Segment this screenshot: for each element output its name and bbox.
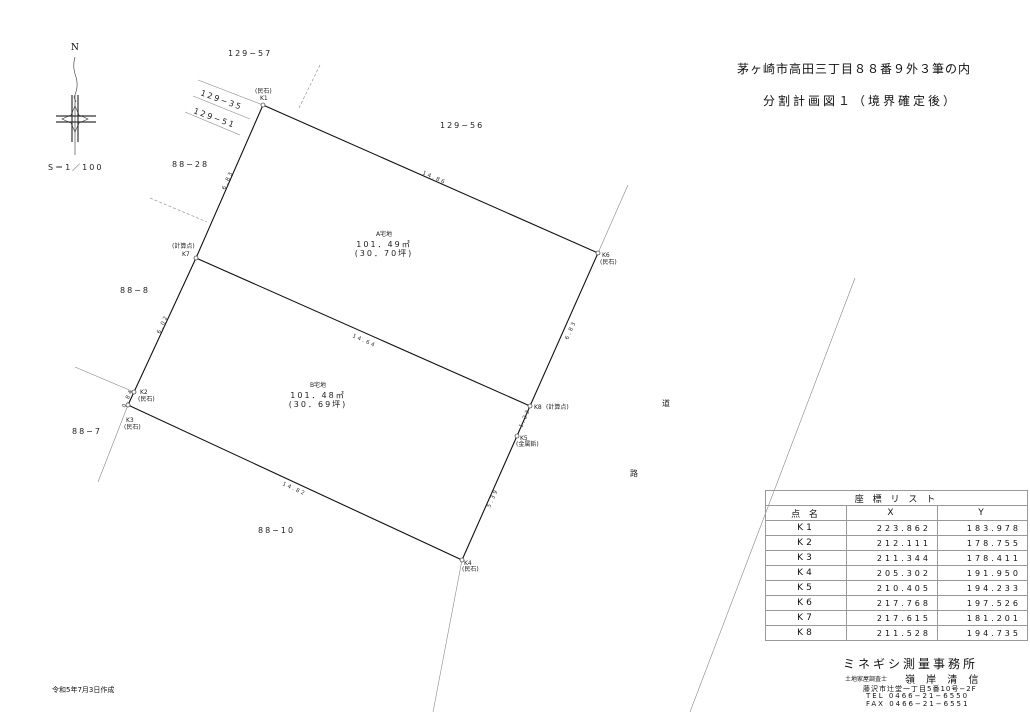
office-person: 嶺 岸 清 信 [905,675,983,686]
office-name: ミネギシ測量事務所 [843,657,979,671]
parcel-a-label: A宅地 101．49㎡ (30．70坪) [355,230,414,258]
parcel-b-label: B宅地 101．48㎡ (30．69坪) [289,381,348,409]
north-label: N [71,43,79,53]
point-type: (金属鋲) [516,440,539,448]
parcel-boundaries [127,104,599,561]
distance-label: 1.23 [518,408,532,429]
office-address: 藤沢市辻堂一丁目5番10号−2F [863,685,977,693]
neighbor-label: 129−35 [199,88,244,112]
table-header: 点 名 X Y [765,505,1028,521]
svg-text:101．49㎡: 101．49㎡ [356,240,411,249]
point-type: (計算点) [172,242,195,250]
svg-text:(30．69坪): (30．69坪) [289,400,348,409]
distance-label: 14.64 [351,333,377,349]
point-name: K2 [140,389,148,396]
neighbor-label: 129−51 [192,106,237,130]
table-title: 座 標 リ ス ト [765,490,1028,506]
point-name: K5 [520,435,528,442]
distance-label: 6.83 [221,170,235,191]
point-type: (民石) [138,396,155,403]
office-fax: FAX 0466−21−6551 [866,700,970,708]
road-label: 路 [630,468,640,478]
neighbor-label: 88−28 [172,160,209,169]
distance-label: 6.02 [156,314,170,335]
point-name: K7 [182,251,190,258]
point-name: K4 [464,560,472,567]
point-name: K8 [534,404,542,411]
road-label: 道 [662,398,672,408]
boundary-points [125,102,601,563]
neighbor-label: 129−56 [440,121,484,130]
distance-label: 14.86 [421,170,447,186]
point-name: K3 [126,417,134,424]
point-name: K6 [602,252,610,259]
point-type: (民石) [255,88,272,95]
neighbor-label: 88−7 [72,427,102,436]
svg-text:A宅地: A宅地 [376,230,392,238]
office-tel: TEL 0466−21−6550 [866,692,970,700]
neighbor-label: 88−10 [258,526,295,535]
creation-date: 令和5年7月3日作成 [52,686,115,694]
svg-text:101．48㎡: 101．48㎡ [290,391,345,400]
point-type: (民石) [124,424,141,431]
location-title: 茅ヶ崎市高田三丁目８８番９外３筆の内 [737,62,972,76]
neighbor-label: 88−8 [120,286,150,295]
distance-label: 5.39 [486,488,500,509]
point-type: (計算点) [546,403,569,411]
svg-text:B宅地: B宅地 [310,381,326,389]
plan-title: 分割計画図１（境界確定後） [763,94,959,108]
scale-label: S＝1／100 [48,163,103,172]
point-name: K1 [260,95,268,102]
neighbor-label: 129−57 [228,49,272,58]
svg-text:(30．70坪): (30．70坪) [355,249,414,258]
north-arrow-icon [56,56,96,155]
point-type: (民石) [600,259,617,266]
distance-label: 0.84 [121,388,135,409]
office-role: 土地家屋調査士 [845,676,888,683]
point-type: (民石) [462,566,479,573]
distance-label: 14.82 [281,481,307,497]
